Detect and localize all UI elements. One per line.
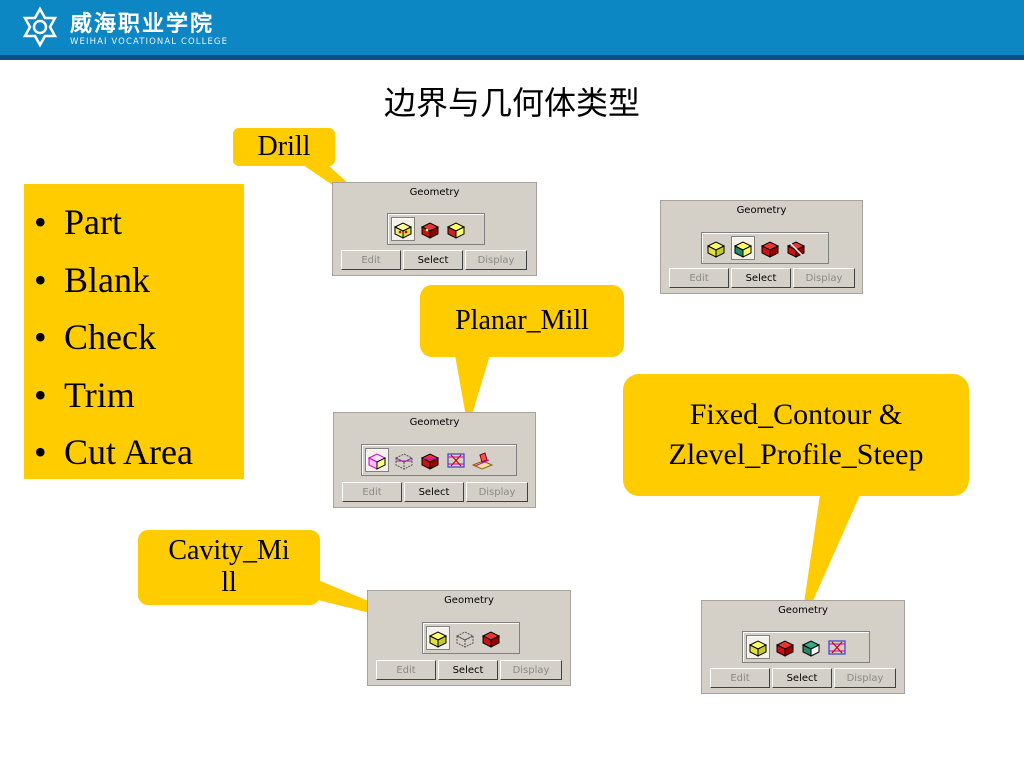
trim-boundary-icon[interactable]: [826, 636, 848, 658]
blank-geometry-icon[interactable]: [454, 627, 476, 649]
trim-boundary-icon[interactable]: [445, 449, 467, 471]
drill-label: Drill: [233, 128, 335, 166]
select-button[interactable]: Select: [772, 668, 832, 688]
geometry-types-list: •Part •Blank •Check •Trim •Cut Area: [24, 184, 244, 482]
select-button[interactable]: Select: [404, 482, 464, 502]
fixed-contour-pointer: [800, 495, 860, 630]
check-boundary-icon[interactable]: [419, 449, 441, 471]
select-button[interactable]: Select: [403, 250, 463, 270]
geometry-icon-group: [361, 444, 517, 476]
fixed-contour-label: Fixed_Contour & Zlevel_Profile_Steep: [623, 374, 969, 496]
check-geometry-icon[interactable]: [774, 636, 796, 658]
geometry-types-box: •Part •Blank •Check •Trim •Cut Area: [24, 184, 244, 479]
planar-mill-label: Planar_Mill: [420, 285, 624, 357]
slide-title: 边界与几何体类型: [383, 84, 640, 122]
list-item: •Check: [34, 317, 156, 357]
check-geometry-icon[interactable]: [480, 627, 502, 649]
college-name-cn: 威海职业学院: [70, 12, 215, 37]
panel-title: Geometry: [444, 595, 494, 606]
select-button[interactable]: Select: [731, 268, 791, 288]
fixed-contour-geometry-panel: Geometry Edit Select Display: [701, 600, 905, 694]
panel-title: Geometry: [778, 605, 828, 616]
drill-geometry-panel: Geometry Edit Select Display: [332, 182, 537, 276]
display-button[interactable]: Display: [834, 668, 896, 688]
geometry-icon-group: [422, 622, 520, 654]
panel-title: Geometry: [736, 205, 787, 216]
geometry-icon-group: [701, 232, 829, 264]
planar-mill-pointer: [455, 355, 490, 428]
part-boundary-icon[interactable]: [365, 448, 389, 472]
geometry-icon-group: [742, 631, 870, 663]
edit-button[interactable]: Edit: [341, 250, 401, 270]
blank-geometry-icon[interactable]: [731, 236, 755, 260]
check-geometry-icon[interactable]: [759, 237, 781, 259]
edit-button[interactable]: Edit: [710, 668, 770, 688]
list-item: •Cut Area: [34, 432, 193, 472]
edit-button[interactable]: Edit: [376, 660, 436, 680]
edit-button[interactable]: Edit: [669, 268, 729, 288]
part-geometry-icon[interactable]: [391, 217, 415, 241]
list-item: •Part: [34, 202, 122, 242]
header-bar: 威海职业学院 WEIHAI VOCATIONAL COLLEGE: [0, 0, 1024, 55]
geometry-icon-group: [387, 213, 485, 245]
cavity-mill-geometry-panel: Geometry Edit Select Display: [367, 590, 571, 686]
panel-title: Geometry: [409, 187, 460, 198]
panel-title: Geometry: [409, 417, 460, 428]
blank-boundary-icon[interactable]: [393, 449, 415, 471]
planar-mill-geometry-panel: Geometry Edit Select Display: [333, 412, 536, 508]
college-name-en: WEIHAI VOCATIONAL COLLEGE: [70, 37, 229, 47]
part-geometry-icon[interactable]: [426, 626, 450, 650]
display-button[interactable]: Display: [793, 268, 855, 288]
select-button[interactable]: Select: [438, 660, 498, 680]
display-button[interactable]: Display: [500, 660, 562, 680]
display-button[interactable]: Display: [465, 250, 527, 270]
part-geometry-icon[interactable]: [746, 635, 770, 659]
list-item: •Blank: [34, 259, 150, 300]
header-divider: [0, 55, 1024, 60]
cavity-mill-label: Cavity_Mi ll: [138, 530, 320, 605]
cut-area-icon[interactable]: [800, 636, 822, 658]
display-button[interactable]: Display: [466, 482, 528, 502]
blank-geometry-icon[interactable]: [419, 218, 441, 240]
top-right-geometry-panel: Geometry Edit Select Display: [660, 200, 863, 294]
trim-geometry-icon[interactable]: [785, 237, 807, 259]
check-geometry-icon[interactable]: [445, 218, 467, 240]
floor-icon[interactable]: [471, 449, 493, 471]
college-logo-icon: [22, 6, 58, 48]
part-geometry-icon[interactable]: [705, 237, 727, 259]
list-item: •Trim: [34, 374, 135, 415]
edit-button[interactable]: Edit: [342, 482, 402, 502]
